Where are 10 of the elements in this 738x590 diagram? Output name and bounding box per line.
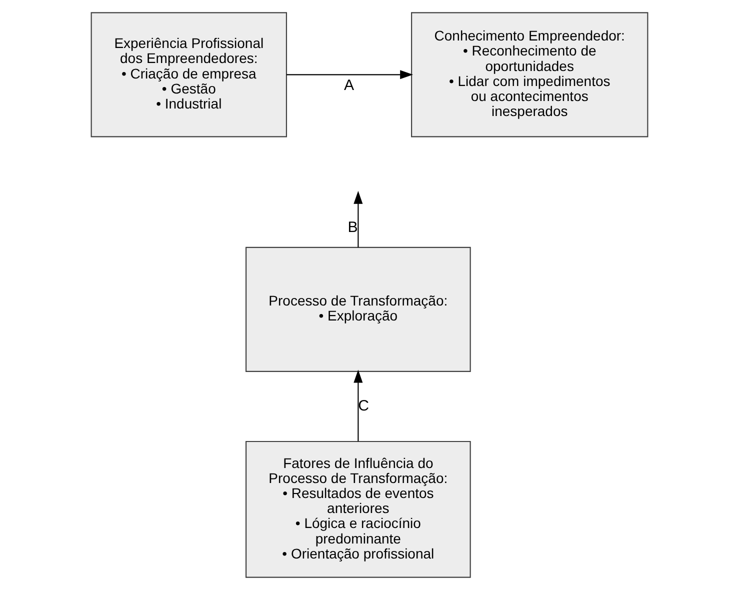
arrow	[353, 370, 362, 442]
arrow	[353, 190, 362, 248]
arrow	[286, 70, 413, 80]
node-box: Fatores de Influência do Processo de Transformação: • Resultados de eventos anteriores • Lógica e raciocínio predominante • Orientação profissional	[245, 440, 470, 578]
edge-label: B	[347, 218, 358, 236]
edge-label: A	[343, 76, 354, 94]
node-box: Processo de Transformação: • Exploração	[245, 246, 470, 372]
node-box: Experiência Profissional dos Empreendedores: • Criação de empresa • Gestão • Industrial	[90, 12, 287, 138]
node-box: Conhecimento Empreendedor: • Reconhecimento de oportunidades • Lidar com impedimentos ou acontecimentos inesperados	[410, 12, 648, 138]
edge-label: C	[358, 397, 369, 414]
